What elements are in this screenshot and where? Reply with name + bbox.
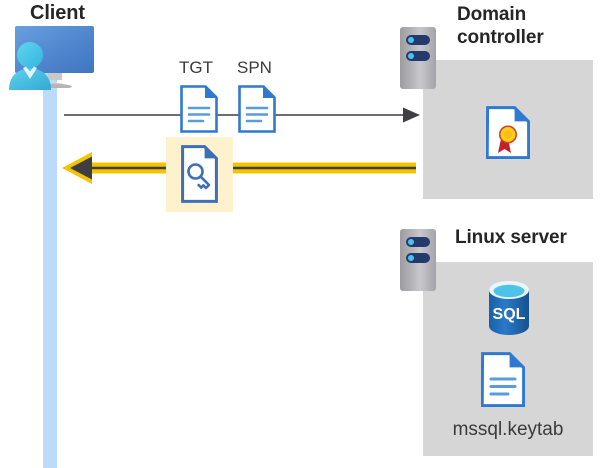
client-label: Client — [30, 2, 85, 24]
keytab-filename-label: mssql.keytab — [452, 419, 564, 440]
domain-controller-label: Domain controller — [457, 4, 544, 48]
keytab-document-icon — [480, 352, 526, 412]
server-bar-2 — [406, 51, 430, 61]
linux-server-icon — [400, 229, 436, 291]
service-ticket-key-document-icon — [181, 145, 218, 208]
tgt-label: TGT — [179, 58, 213, 77]
tgt-document-icon — [180, 85, 218, 138]
domain-controller-server-icon — [400, 27, 436, 89]
certificate-document-icon — [485, 106, 531, 164]
response-arrow-yellow — [62, 152, 416, 184]
spn-document-icon — [238, 85, 276, 138]
client-lifeline-bar — [43, 68, 57, 468]
server-bar-1 — [406, 35, 430, 45]
linux-server-label: Linux server — [455, 227, 567, 248]
sql-text: SQL — [493, 306, 526, 323]
server-bar-1 — [406, 237, 430, 247]
server-bar-2 — [406, 253, 430, 263]
sql-database-icon: SQL — [484, 280, 534, 341]
client-user-avatar-icon — [6, 40, 54, 90]
spn-label: SPN — [237, 58, 272, 77]
